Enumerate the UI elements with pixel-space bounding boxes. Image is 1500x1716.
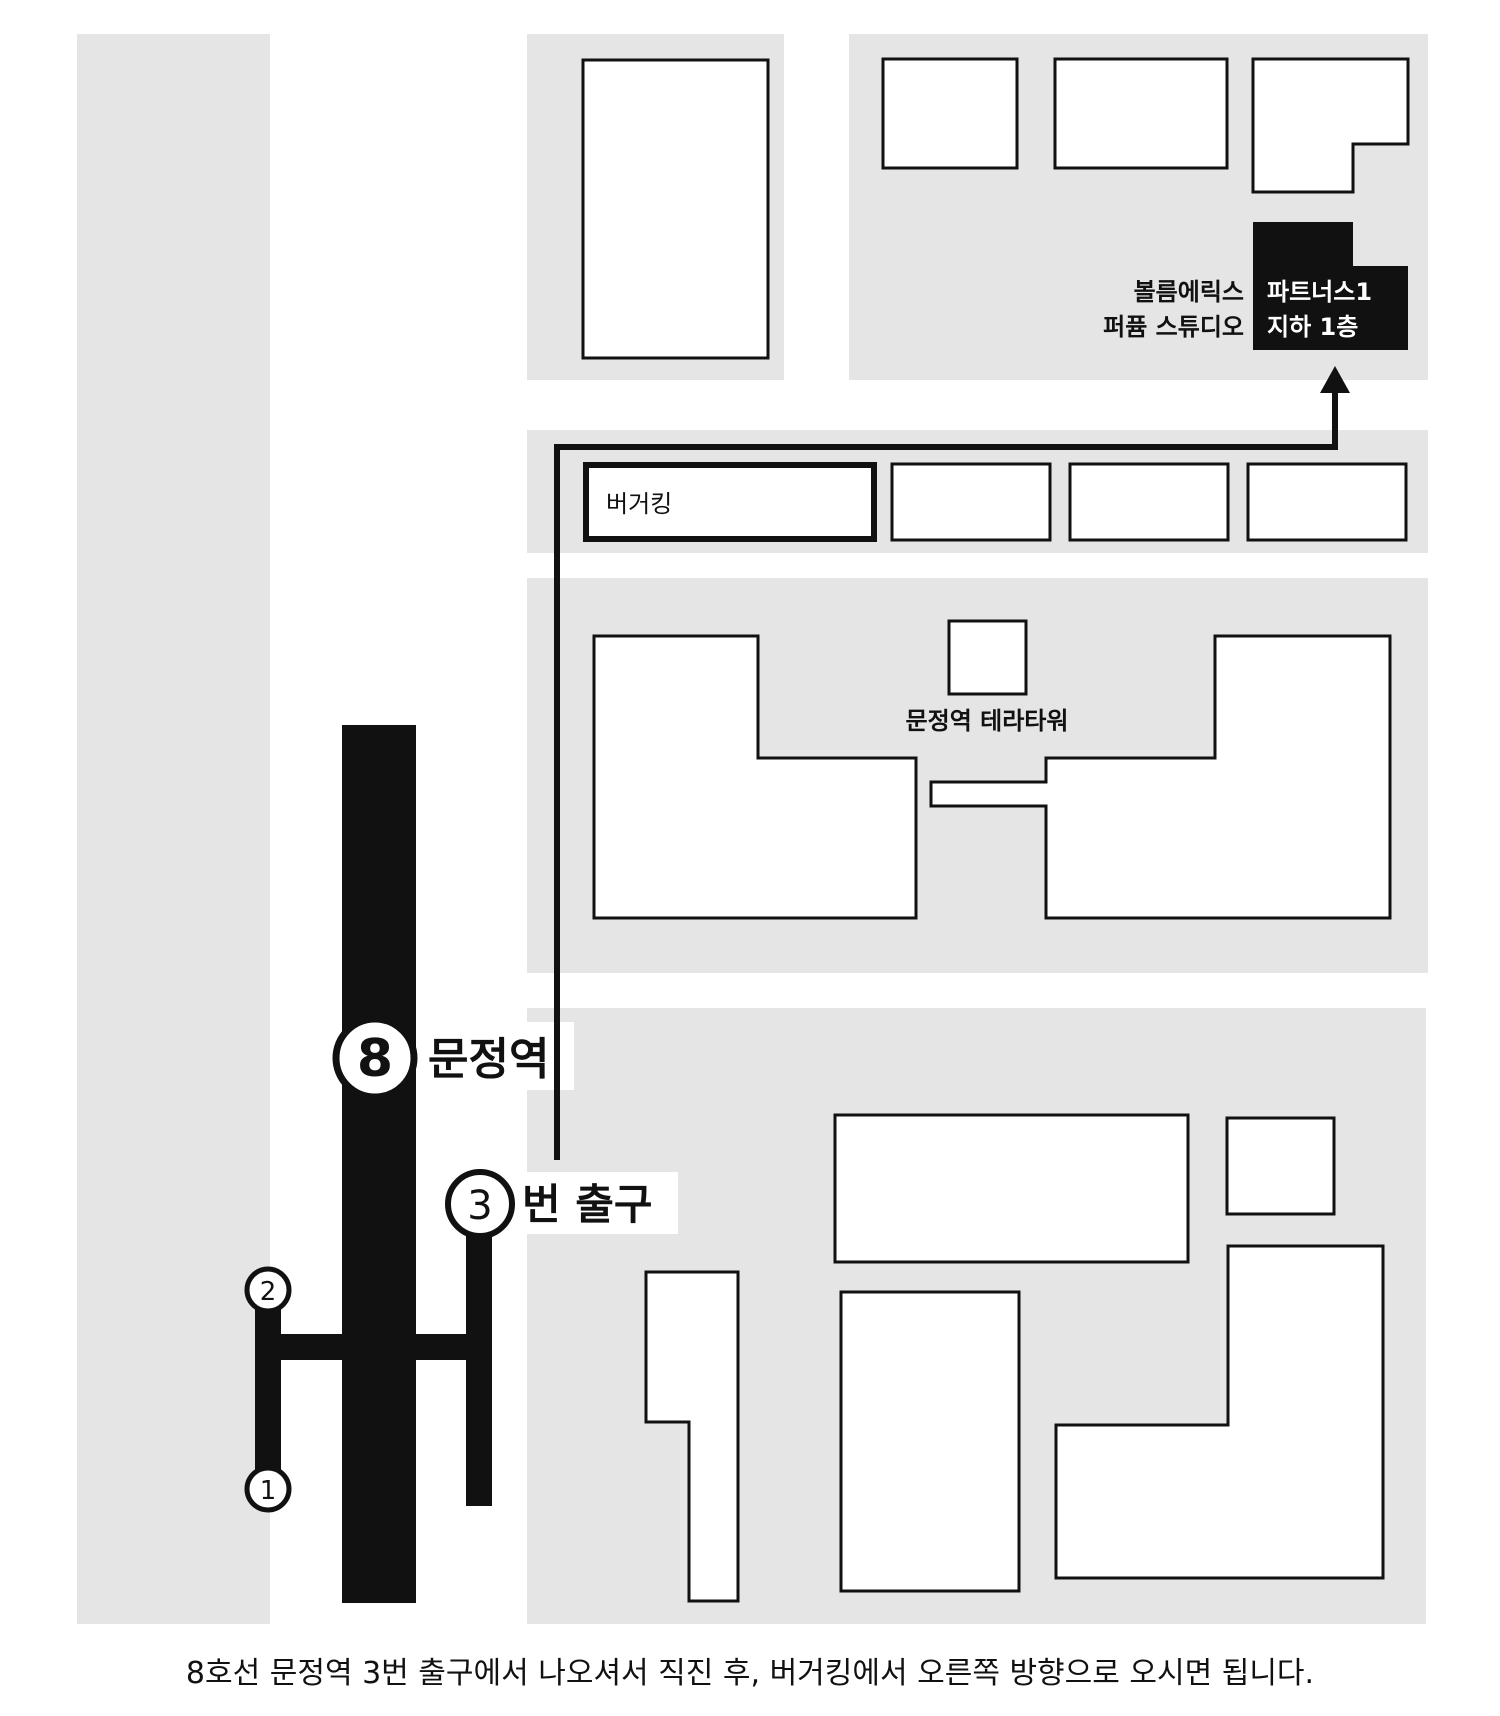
building (881, 57, 1019, 170)
burger-king-building (583, 462, 877, 542)
building (1251, 57, 1410, 194)
line-8-number: 8 (357, 1029, 393, 1089)
exit-3-circle-icon (445, 1169, 515, 1239)
building (581, 58, 770, 360)
exit-3-stem (466, 1228, 492, 1506)
exit-1-circle-icon (244, 1465, 292, 1513)
building (1068, 462, 1230, 542)
route-arrow-icon (1320, 366, 1350, 393)
exit-2-circle-icon (244, 1266, 292, 1314)
destination-building-line2: 지하 1층 (1267, 313, 1358, 341)
block-left-strip (77, 34, 270, 1624)
building (890, 462, 1052, 542)
tower-building-right (929, 634, 1392, 920)
tower-building-left (592, 634, 918, 920)
building (839, 1290, 1021, 1593)
walking-route (554, 392, 1338, 1160)
subway-platform (342, 725, 416, 1603)
burger-king-label: 버거킹 (606, 490, 672, 518)
destination-name-line2: 퍼퓸 스튜디오 (1103, 313, 1244, 341)
destination-building-line1: 파트너스1 (1267, 278, 1372, 306)
building (1054, 1244, 1385, 1580)
destination-name-line1: 볼름에릭스 (1134, 278, 1244, 306)
exit-1-2-stem (255, 1283, 281, 1481)
building (833, 1113, 1190, 1264)
building (1225, 1116, 1336, 1216)
exit-1-number: 1 (260, 1476, 277, 1506)
tower-label: 문정역 테라타워 (906, 707, 1069, 735)
exit-3-label: 번 출구 (522, 1180, 653, 1229)
station-name: 문정역 (428, 1034, 549, 1085)
station-label-bg (420, 1022, 574, 1090)
destination-building (1253, 222, 1408, 350)
exit-2-number: 2 (260, 1277, 277, 1307)
exit-3-number: 3 (467, 1183, 492, 1229)
building (644, 1270, 740, 1603)
tower-building-small (947, 619, 1028, 696)
subway-passage (256, 1334, 478, 1360)
building (1246, 462, 1408, 542)
directions-caption: 8호선 문정역 3번 출구에서 나오셔서 직진 후, 버거킹에서 오른쪽 방향으… (185, 1656, 1315, 1691)
exit-label-bg (518, 1172, 678, 1234)
line-8-circle-icon (332, 1015, 418, 1101)
building (1053, 57, 1229, 170)
